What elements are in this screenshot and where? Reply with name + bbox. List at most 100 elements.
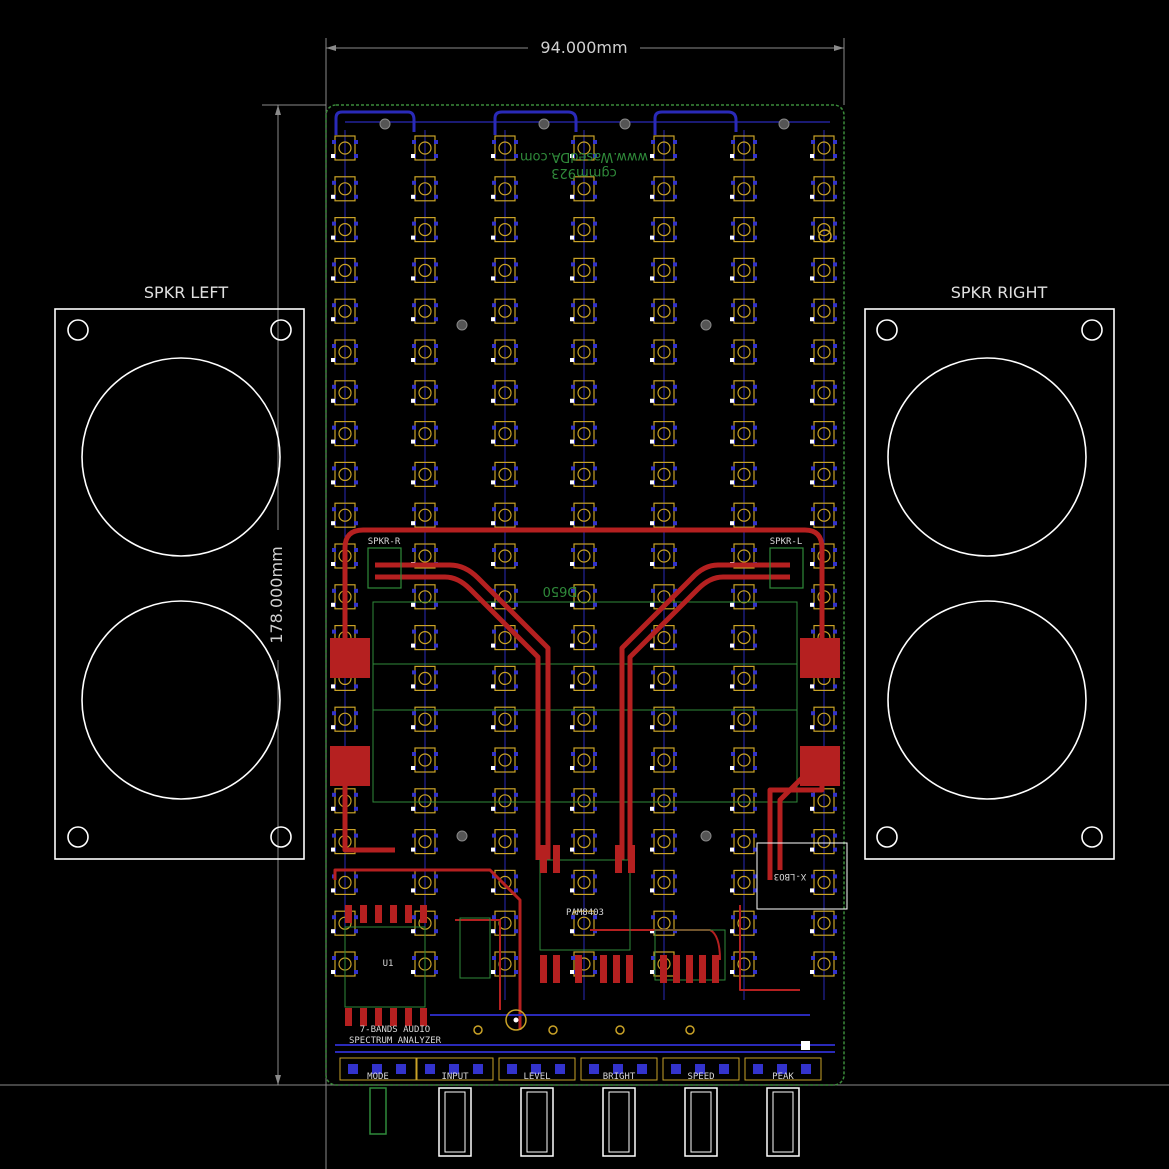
led-footprint xyxy=(570,176,597,202)
connector-pad xyxy=(531,1064,541,1074)
smd-resistor-pads xyxy=(345,845,719,1026)
knob-label: MODE xyxy=(367,1072,389,1082)
led-footprint xyxy=(650,176,677,202)
amp-region-outline xyxy=(372,601,798,803)
led-footprint xyxy=(810,706,837,732)
origin-marker xyxy=(513,1017,519,1023)
pot-shaft xyxy=(684,1087,718,1157)
led-footprint xyxy=(730,706,757,732)
led-footprint xyxy=(730,461,757,487)
amp-label: D650 xyxy=(543,583,578,598)
led-footprint xyxy=(650,339,677,365)
connector-pad xyxy=(801,1064,811,1074)
led-footprint xyxy=(331,257,358,283)
knob-label: INPUT xyxy=(441,1072,469,1082)
led-footprint xyxy=(810,380,837,406)
led-footprint xyxy=(650,706,677,732)
led-footprint xyxy=(411,298,438,324)
led-footprint xyxy=(810,421,837,447)
led-footprint xyxy=(730,828,757,855)
led-footprint xyxy=(650,543,677,569)
led-footprint xyxy=(331,380,358,406)
led-footprint xyxy=(570,339,597,365)
led-footprint xyxy=(570,951,597,977)
led-footprint xyxy=(491,217,518,243)
led-footprint xyxy=(570,869,597,896)
led-footprint xyxy=(570,461,597,487)
led-footprint xyxy=(730,910,757,936)
led-footprint xyxy=(570,584,597,610)
led-footprint xyxy=(331,502,358,528)
led-footprint xyxy=(491,788,518,814)
connector-pad-row xyxy=(744,1057,822,1081)
connector-pad xyxy=(348,1064,358,1074)
pot-shaft-inner xyxy=(526,1091,548,1153)
led-footprint xyxy=(331,461,358,487)
spkr-l-silk: SPKR-L xyxy=(770,537,803,547)
pot-shaft xyxy=(766,1087,800,1157)
top-copper-traces xyxy=(333,527,825,1030)
led-footprint xyxy=(570,665,597,692)
connector-pad-row xyxy=(339,1057,417,1081)
led-footprint xyxy=(491,543,518,569)
bottom-edge-traces xyxy=(335,1014,835,1053)
led-footprint xyxy=(650,257,677,283)
led-footprint xyxy=(730,217,757,243)
led-footprint xyxy=(491,869,518,896)
pin1-marker xyxy=(801,1041,810,1050)
led-footprint xyxy=(331,176,358,202)
led-footprint xyxy=(411,176,438,202)
led-footprint xyxy=(491,380,518,406)
speaker-left xyxy=(54,308,305,860)
led-footprint xyxy=(810,910,837,936)
designer-silk: cgmm923 xyxy=(551,165,617,180)
led-footprint xyxy=(491,706,518,732)
led-footprint xyxy=(730,747,757,773)
top-bus-traces xyxy=(334,110,830,135)
pot-shaft-inner xyxy=(444,1091,466,1153)
usb-silk: X-LBO3 xyxy=(774,871,807,881)
connector-pad xyxy=(671,1064,681,1074)
led-footprint xyxy=(331,339,358,365)
led-footprint xyxy=(730,257,757,283)
speaker-left-label: SPKR LEFT xyxy=(144,283,228,302)
led-footprint xyxy=(730,339,757,365)
led-footprint xyxy=(730,869,757,896)
led-footprint xyxy=(411,828,438,855)
led-footprint xyxy=(411,257,438,283)
pot-shaft-inner xyxy=(690,1091,712,1153)
height-dimension: 178.000mm xyxy=(267,546,286,643)
led-footprint xyxy=(491,421,518,447)
led-footprint xyxy=(491,828,518,855)
led-footprint xyxy=(730,951,757,977)
led-footprint xyxy=(331,298,358,324)
usb-module-outline xyxy=(756,842,848,910)
width-dimension: 94.000mm xyxy=(540,38,627,57)
led-footprint xyxy=(331,135,358,161)
led-footprint xyxy=(570,910,597,936)
connector-pad xyxy=(695,1064,705,1074)
speaker-right xyxy=(864,308,1115,860)
connector-pad-row xyxy=(498,1057,576,1081)
led-footprint xyxy=(411,339,438,365)
led-footprint xyxy=(730,624,757,651)
led-footprint xyxy=(650,788,677,814)
power-pads xyxy=(330,638,840,786)
pot-shaft xyxy=(520,1087,554,1157)
led-footprint xyxy=(491,176,518,202)
led-footprint xyxy=(650,910,677,936)
led-footprint xyxy=(491,951,518,977)
led-footprint xyxy=(730,788,757,814)
led-footprint xyxy=(411,706,438,732)
connector-pad xyxy=(473,1064,483,1074)
led-footprint xyxy=(491,665,518,692)
led-footprint xyxy=(570,543,597,569)
ic-u1-label: U1 xyxy=(383,959,394,969)
led-footprint xyxy=(650,502,677,528)
led-footprint xyxy=(730,135,757,161)
pot-shaft xyxy=(438,1087,472,1157)
mounting-holes xyxy=(379,118,790,842)
pot-shaft xyxy=(602,1087,636,1157)
led-footprint xyxy=(810,869,837,896)
